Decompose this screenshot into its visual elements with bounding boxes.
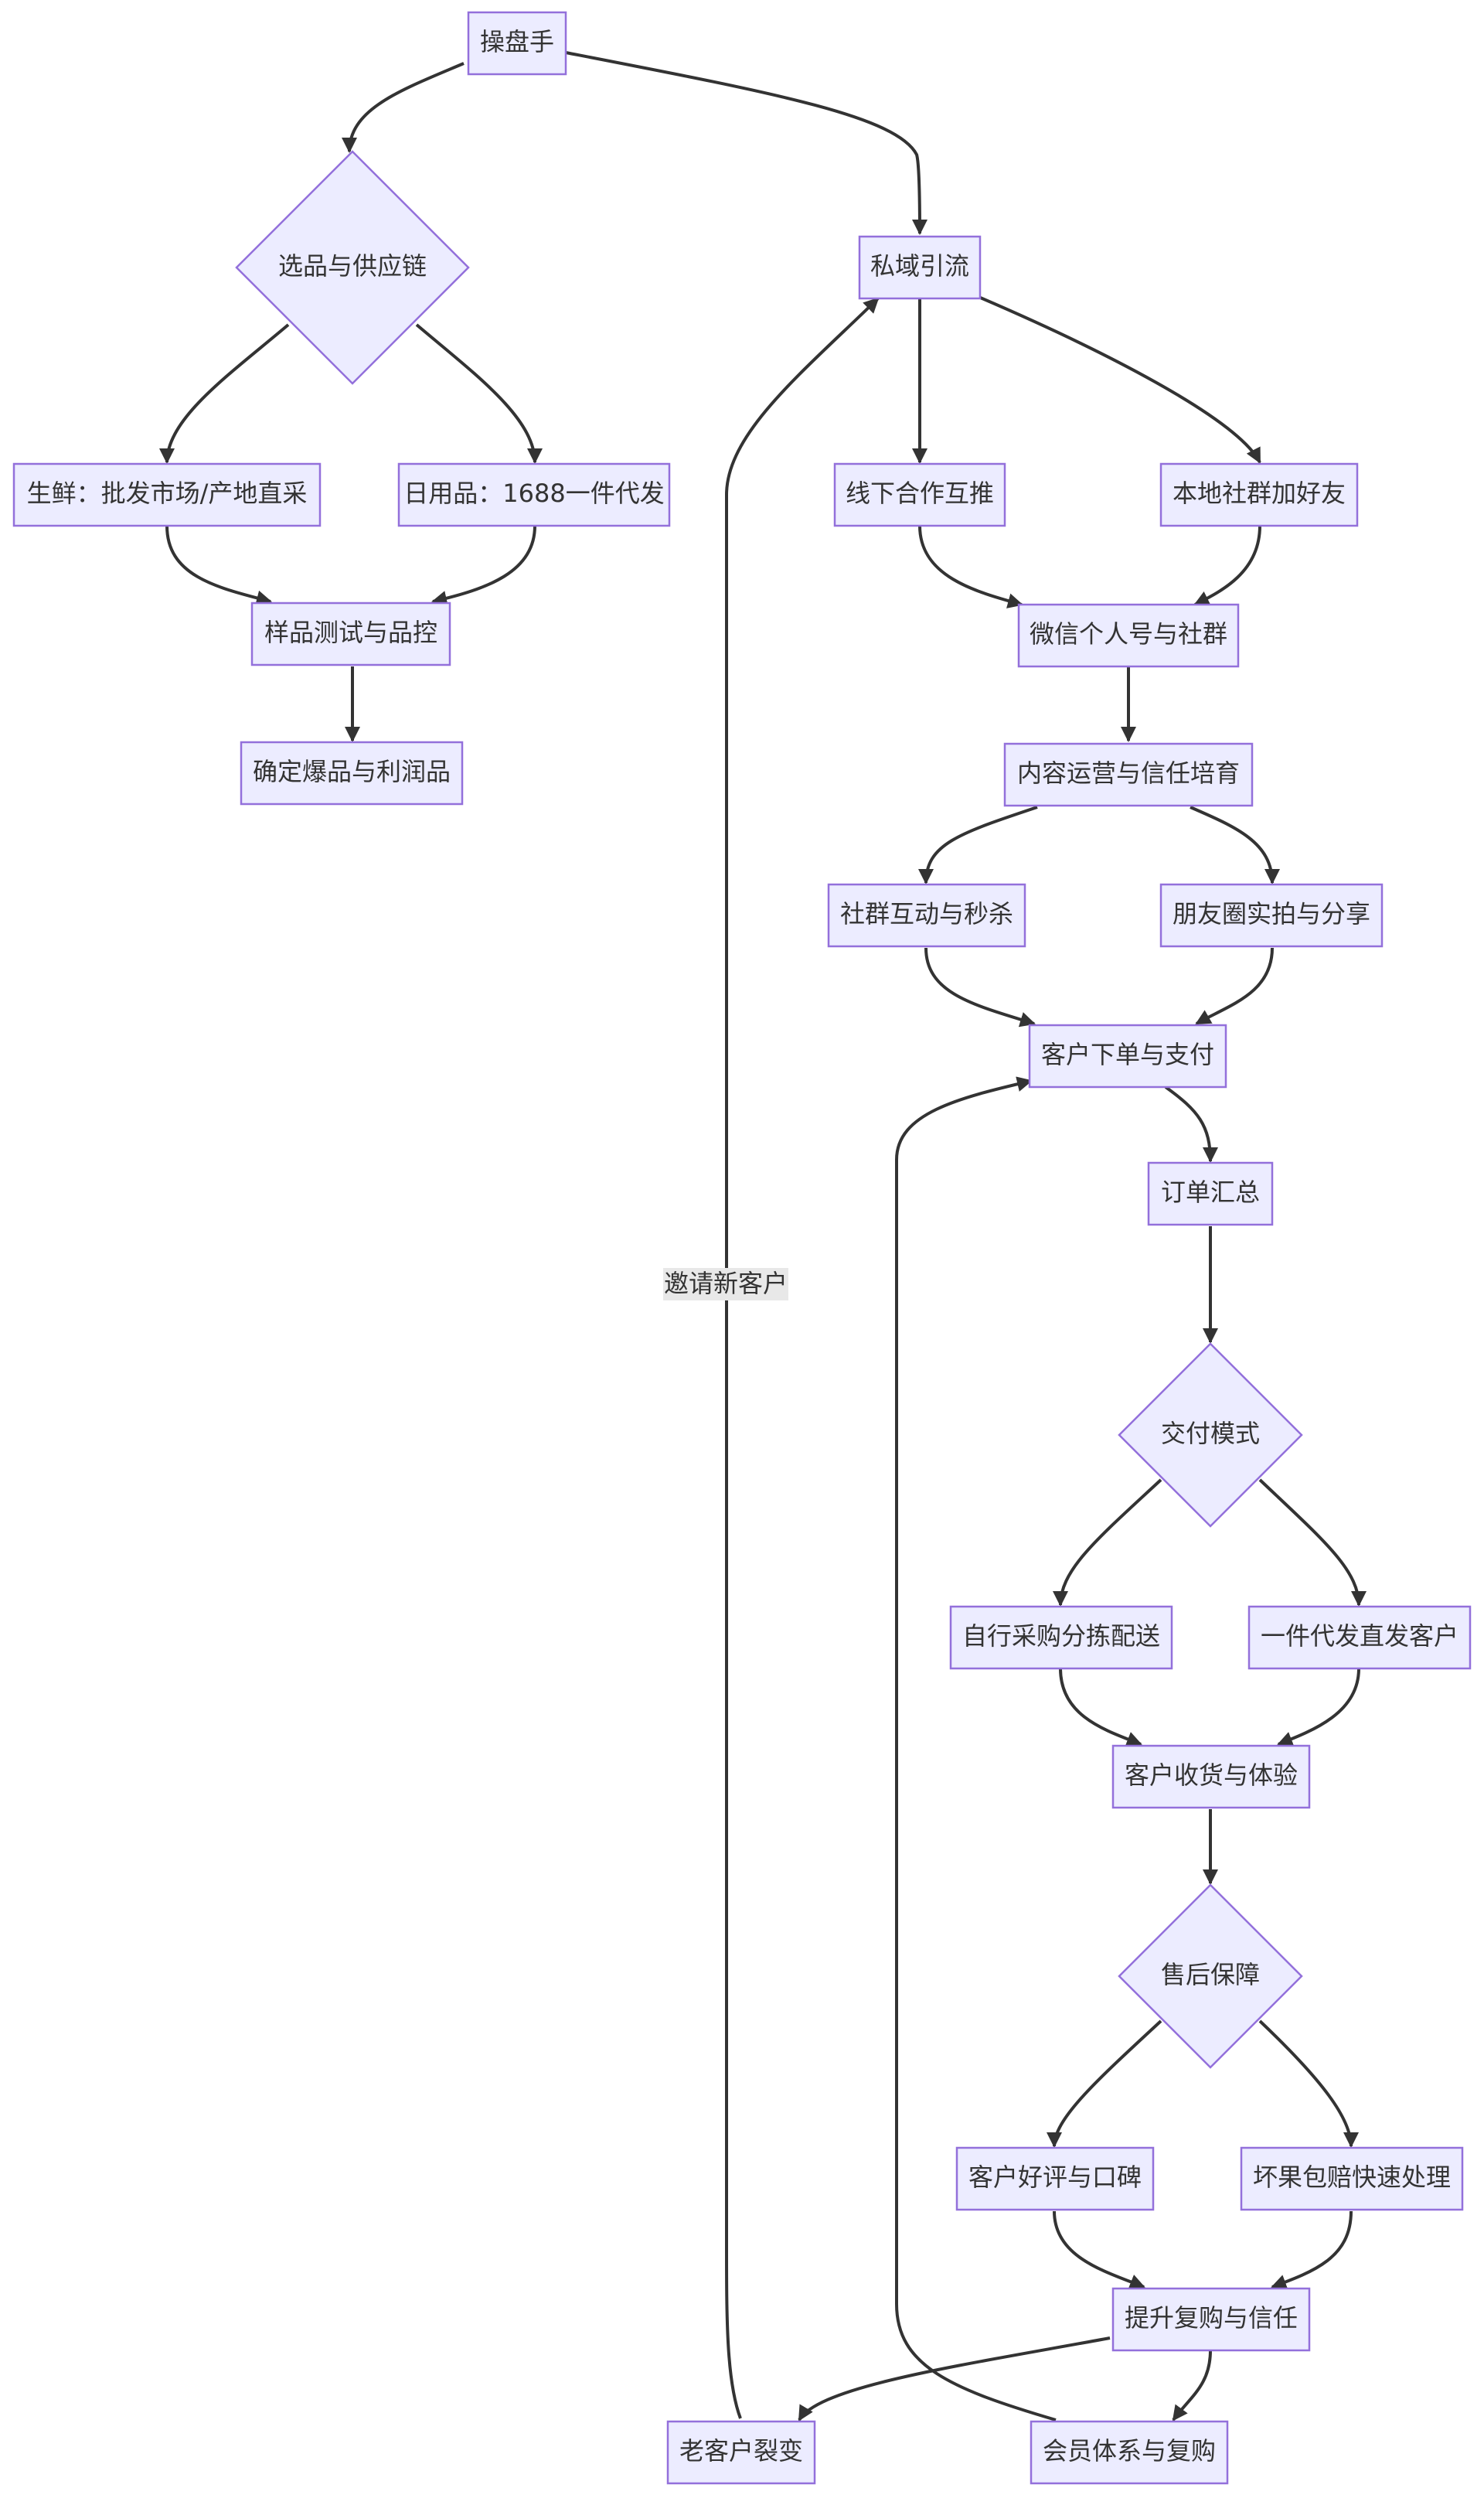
edge-membership-order xyxy=(895,1076,1057,2422)
node-private-traffic-label: 私域引流 xyxy=(870,251,969,281)
node-sourcing[interactable]: 选品与供应链 xyxy=(235,150,470,385)
edge-dropship-receive xyxy=(1277,1668,1360,1747)
node-order-summary-label: 订单汇总 xyxy=(1161,1178,1260,1207)
node-self-pick[interactable]: 自行采购分拣配送 xyxy=(949,1605,1173,1670)
edge-mode-self xyxy=(1053,1478,1162,1607)
node-hero-products-label: 确定爆品与利润品 xyxy=(253,757,451,786)
node-hero-products[interactable]: 确定爆品与利润品 xyxy=(240,741,464,806)
edge-operator-private-traffic xyxy=(565,51,928,235)
node-membership[interactable]: 会员体系与复购 xyxy=(1030,2420,1229,2485)
node-moments[interactable]: 朋友圈实拍与分享 xyxy=(1159,883,1384,948)
node-content-ops[interactable]: 内容运营与信任培育 xyxy=(1003,742,1254,807)
edge-sourcing-fresh xyxy=(159,323,290,464)
node-daily-label: 日用品：1688一件代发 xyxy=(403,479,664,508)
node-bad-fruit-label: 坏果包赔快速处理 xyxy=(1253,2162,1451,2192)
node-self-pick-label: 自行采购分拣配送 xyxy=(962,1621,1160,1651)
node-operator-label: 操盘手 xyxy=(480,27,554,56)
node-private-traffic[interactable]: 私域引流 xyxy=(858,235,982,300)
edge-fresh-sample xyxy=(165,525,272,606)
node-referral-label: 老客户裂变 xyxy=(679,2436,803,2466)
node-offline-promo-label: 线下合作互推 xyxy=(846,479,994,508)
node-local-groups-label: 本地社群加好友 xyxy=(1173,479,1346,508)
node-retention-label: 提升复购与信任 xyxy=(1125,2303,1298,2333)
edge-label-invite: 邀请新客户 xyxy=(663,1268,788,1300)
node-referral[interactable]: 老客户裂变 xyxy=(666,2420,816,2485)
node-moments-label: 朋友圈实拍与分享 xyxy=(1173,899,1370,929)
edge-mode-dropship xyxy=(1258,1478,1367,1607)
edge-content-moments xyxy=(1190,806,1280,884)
node-membership-label: 会员体系与复购 xyxy=(1043,2436,1216,2466)
edge-private-local xyxy=(978,295,1261,464)
node-dropship[interactable]: 一件代发直发客户 xyxy=(1247,1605,1472,1670)
node-bad-fruit[interactable]: 坏果包赔快速处理 xyxy=(1240,2146,1464,2211)
node-receive[interactable]: 客户收货与体验 xyxy=(1111,1744,1311,1809)
node-good-reviews[interactable]: 客户好评与口碑 xyxy=(955,2146,1155,2211)
edge-retention-membership xyxy=(1172,2350,1212,2422)
node-group-flash-label: 社群互动与秒杀 xyxy=(840,899,1013,929)
node-wechat-label: 微信个人号与社群 xyxy=(1030,619,1227,649)
edge-bad-retention xyxy=(1271,2210,1353,2290)
edge-aftersales-good xyxy=(1047,2019,1162,2148)
node-sample[interactable]: 样品测试与品控 xyxy=(250,602,451,666)
edge-group-order xyxy=(924,947,1036,1028)
edge-local-wechat xyxy=(1193,525,1261,606)
node-order-pay-label: 客户下单与支付 xyxy=(1041,1040,1214,1069)
node-operator[interactable]: 操盘手 xyxy=(467,11,567,76)
edge-label-invite-text: 邀请新客户 xyxy=(664,1269,788,1298)
node-content-ops-label: 内容运营与信任培育 xyxy=(1017,758,1240,788)
node-after-sales[interactable]: 售后保障 xyxy=(1118,1883,1303,2069)
node-retention[interactable]: 提升复购与信任 xyxy=(1111,2287,1311,2352)
node-sample-label: 样品测试与品控 xyxy=(264,618,437,647)
edges xyxy=(159,51,1367,2422)
node-dropship-label: 一件代发直发客户 xyxy=(1261,1621,1458,1651)
node-daily[interactable]: 日用品：1688一件代发 xyxy=(397,462,671,527)
edge-operator-sourcing xyxy=(342,62,465,153)
edge-content-group xyxy=(918,806,1038,884)
node-group-flash[interactable]: 社群互动与秒杀 xyxy=(827,883,1026,948)
edge-offline-wechat xyxy=(918,525,1023,608)
edge-referral-private-traffic xyxy=(725,297,880,2419)
node-sourcing-label: 选品与供应链 xyxy=(278,251,427,281)
edge-retention-referral xyxy=(798,2336,1111,2422)
edge-order-summary xyxy=(1164,1086,1218,1163)
node-fresh-label: 生鲜：批发市场/产地直采 xyxy=(27,479,308,508)
node-receive-label: 客户收货与体验 xyxy=(1125,1760,1298,1790)
node-order-summary[interactable]: 订单汇总 xyxy=(1147,1161,1274,1226)
node-wechat[interactable]: 微信个人号与社群 xyxy=(1017,603,1240,668)
node-delivery-mode-label: 交付模式 xyxy=(1161,1419,1260,1448)
node-after-sales-label: 售后保障 xyxy=(1161,1960,1260,1989)
node-delivery-mode[interactable]: 交付模式 xyxy=(1118,1342,1303,1528)
edge-good-retention xyxy=(1053,2210,1145,2289)
node-offline-promo[interactable]: 线下合作互推 xyxy=(833,462,1006,527)
edge-sourcing-daily xyxy=(415,323,543,464)
edge-daily-sample xyxy=(431,525,536,606)
node-good-reviews-label: 客户好评与口碑 xyxy=(968,2162,1142,2192)
edge-self-receive xyxy=(1059,1668,1142,1747)
node-fresh[interactable]: 生鲜：批发市场/产地直采 xyxy=(12,462,322,527)
node-local-groups[interactable]: 本地社群加好友 xyxy=(1159,462,1359,527)
edge-aftersales-bad xyxy=(1258,2019,1359,2148)
edge-moments-order xyxy=(1195,947,1274,1025)
node-order-pay[interactable]: 客户下单与支付 xyxy=(1028,1024,1227,1089)
